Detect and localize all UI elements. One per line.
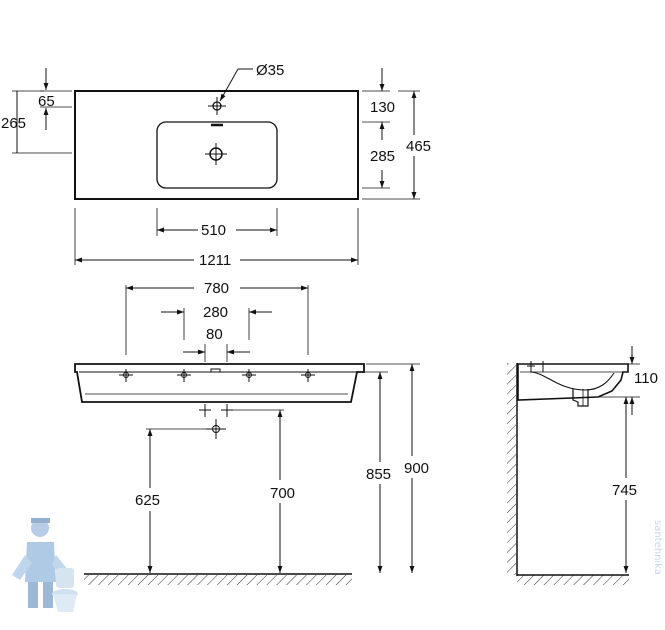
plumber-icon <box>12 518 78 612</box>
dim-130: 130 <box>370 99 395 116</box>
dim-110: 110 <box>634 370 658 387</box>
dim-780: 780 <box>204 280 229 297</box>
dim-855: 855 <box>366 466 391 483</box>
hole-diameter-label: Ø35 <box>256 62 284 79</box>
tap-hole-marker <box>177 369 191 382</box>
dim-700: 700 <box>270 485 295 502</box>
tap-hole-marker <box>301 369 315 382</box>
drain-symbol <box>205 143 227 165</box>
dim-1211: 1211 <box>199 252 231 269</box>
dim-745: 745 <box>612 482 637 499</box>
tap-hole-marker <box>242 369 256 382</box>
dim-265: 265 <box>1 115 26 132</box>
dim-510: 510 <box>201 222 226 239</box>
dim-625: 625 <box>135 492 160 509</box>
dim-285: 285 <box>370 148 395 165</box>
bowl-outline <box>156 121 278 189</box>
basin-top-outline <box>74 90 359 200</box>
top-view: Ø35 65 265 130 285 465 510 <box>1 62 431 269</box>
fixing-bolts <box>199 404 233 417</box>
dim-465: 465 <box>406 138 431 155</box>
tap-hole-symbol <box>208 97 226 115</box>
side-view: 110 745 <box>507 346 658 585</box>
overflow-slot-front <box>210 368 221 373</box>
tap-hole-marker <box>119 369 133 382</box>
drain-outlet-marker <box>206 419 226 439</box>
wall-hatch <box>507 363 516 575</box>
dim-280: 280 <box>203 304 228 321</box>
dim-900: 900 <box>404 460 429 477</box>
floor-hatch-side <box>517 575 629 585</box>
watermark-text: santehnika <box>652 520 663 575</box>
dim-80: 80 <box>206 326 223 343</box>
basin-front-outline <box>74 363 365 403</box>
front-view: 780 280 80 625 700 855 900 <box>74 280 429 585</box>
drain-pipe-side <box>572 389 589 407</box>
dim-65: 65 <box>38 93 55 110</box>
basin-side-profile <box>517 363 629 401</box>
floor-hatch <box>84 575 352 585</box>
tap-marker-side <box>527 361 544 372</box>
